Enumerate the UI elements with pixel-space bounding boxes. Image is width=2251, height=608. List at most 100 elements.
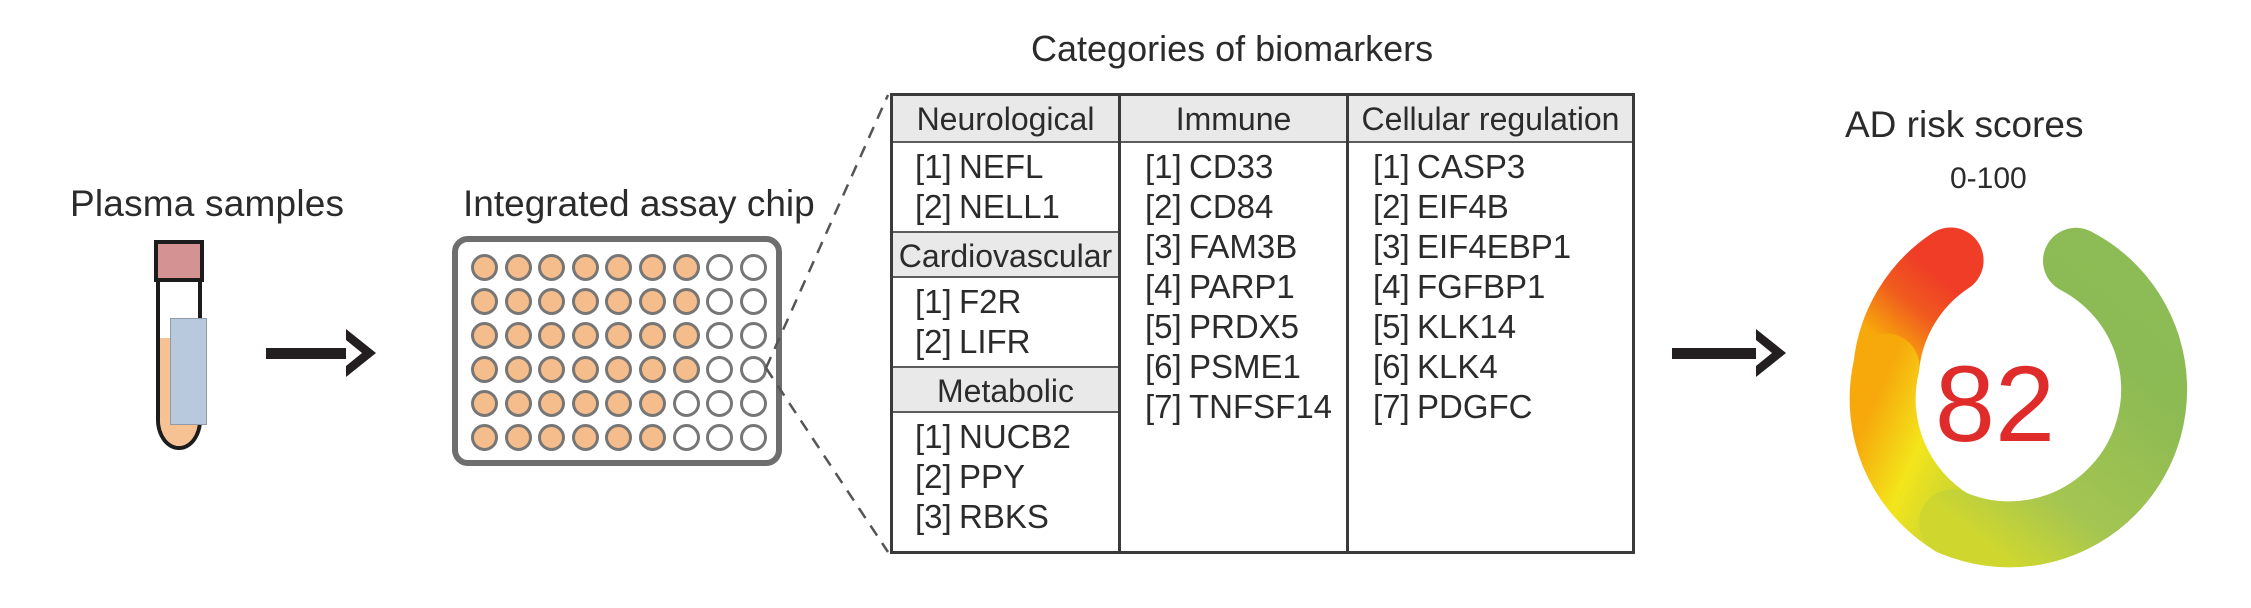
biomarker-name: FAM3B (1189, 228, 1298, 265)
biomarker-name: EIF4EBP1 (1417, 228, 1572, 265)
biomarker-item: [3]RBKS (893, 497, 1118, 537)
biomarker-category-header: Neurological (893, 96, 1118, 143)
biomarker-item: [2]PPY (893, 457, 1118, 497)
biomarker-item: [1]CD33 (1121, 147, 1346, 187)
biomarker-item: [5]KLK14 (1349, 307, 1632, 347)
assay-well (504, 355, 532, 383)
biomarker-list: [1]F2R[2]LIFR (893, 278, 1118, 366)
assay-well (471, 253, 499, 281)
biomarker-list: [1]NEFL[2]NELL1 (893, 143, 1118, 231)
assay-well (571, 389, 599, 417)
assay-well (471, 287, 499, 315)
assay-well (471, 355, 499, 383)
biomarker-name: PARP1 (1189, 268, 1295, 305)
assay-well (605, 389, 633, 417)
assay-well (639, 287, 667, 315)
biomarker-column: Cellular regulation[1]CASP3[2]EIF4B[3]EI… (1349, 96, 1632, 551)
assay-well (639, 389, 667, 417)
biomarker-item: [2]EIF4B (1349, 187, 1632, 227)
flow-arrow-2-shaft (1672, 348, 1766, 359)
ad-risk-range-label: 0-100 (1950, 162, 2027, 195)
biomarker-name: EIF4B (1417, 188, 1509, 225)
ad-risk-score-value: 82 (1934, 342, 2056, 464)
biomarker-index: [2] (915, 188, 952, 225)
biomarker-name: FGFBP1 (1417, 268, 1546, 305)
biomarker-name: TNFSF14 (1189, 388, 1333, 425)
biomarker-category-header: Immune (1121, 96, 1346, 143)
plasma-samples-title: Plasma samples (70, 183, 345, 224)
biomarker-item: [2]LIFR (893, 322, 1118, 362)
assay-well (471, 423, 499, 451)
tube-cap (154, 240, 204, 282)
biomarker-item: [3]EIF4EBP1 (1349, 227, 1632, 267)
assay-chip-title: Integrated assay chip (463, 183, 815, 224)
biomarker-item: [7]TNFSF14 (1121, 387, 1346, 427)
biomarker-name: KLK4 (1417, 348, 1498, 385)
assay-well (672, 389, 700, 417)
biomarker-name: CD33 (1189, 148, 1274, 185)
assay-well (639, 253, 667, 281)
ad-risk-gauge: 82 (1822, 200, 2204, 582)
tube-label-insert (170, 318, 207, 425)
biomarker-index: [4] (1373, 268, 1410, 305)
biomarker-name: NEFL (959, 148, 1044, 185)
column-filler (1121, 431, 1346, 551)
plasma-tube-illustration (148, 240, 222, 470)
biomarker-item: [1]CASP3 (1349, 147, 1632, 187)
biomarker-category-header: Metabolic (893, 366, 1118, 413)
biomarker-name: PSME1 (1189, 348, 1301, 385)
ad-risk-scores-title: AD risk scores (1845, 104, 2084, 145)
biomarker-index: [3] (915, 498, 952, 535)
biomarker-item: [1]NEFL (893, 147, 1118, 187)
assay-well (504, 253, 532, 281)
biomarker-name: CASP3 (1417, 148, 1526, 185)
biomarker-name: KLK14 (1417, 308, 1517, 345)
biomarker-name: F2R (959, 283, 1022, 320)
biomarker-category-header: Cardiovascular (893, 231, 1118, 278)
assay-well (471, 389, 499, 417)
assay-well (538, 253, 566, 281)
biomarker-category-header: Cellular regulation (1349, 96, 1632, 143)
biomarker-index: [1] (1373, 148, 1410, 185)
biomarker-item: [5]PRDX5 (1121, 307, 1346, 347)
assay-well (504, 389, 532, 417)
assay-well (706, 253, 734, 281)
biomarker-index: [5] (1373, 308, 1410, 345)
assay-well (538, 389, 566, 417)
biomarker-name: LIFR (959, 323, 1031, 360)
flow-arrow-1-shaft (266, 348, 356, 359)
assay-well (571, 287, 599, 315)
biomarker-item: [4]FGFBP1 (1349, 267, 1632, 307)
assay-well (672, 423, 700, 451)
assay-well (739, 423, 767, 451)
biomarker-index: [2] (1145, 188, 1182, 225)
assay-well (571, 423, 599, 451)
column-filler (1349, 431, 1632, 551)
assay-well (739, 389, 767, 417)
assay-well (672, 287, 700, 315)
biomarker-index: [2] (915, 323, 952, 360)
biomarker-index: [2] (915, 458, 952, 495)
biomarker-index: [1] (915, 418, 952, 455)
biomarker-list: [1]CD33[2]CD84[3]FAM3B[4]PARP1[5]PRDX5[6… (1121, 143, 1346, 431)
assay-well (739, 253, 767, 281)
assay-well (706, 423, 734, 451)
assay-well (639, 355, 667, 383)
biomarker-name: NELL1 (959, 188, 1060, 225)
assay-well (639, 321, 667, 349)
biomarker-item: [1]F2R (893, 282, 1118, 322)
assay-well (706, 355, 734, 383)
assay-well (605, 321, 633, 349)
biomarker-name: CD84 (1189, 188, 1274, 225)
biomarker-index: [6] (1145, 348, 1182, 385)
biomarker-item: [4]PARP1 (1121, 267, 1346, 307)
assay-well (538, 355, 566, 383)
biomarker-index: [3] (1145, 228, 1182, 265)
assay-well (639, 423, 667, 451)
assay-well (739, 321, 767, 349)
assay-well (605, 423, 633, 451)
biomarker-item: [7]PDGFC (1349, 387, 1632, 427)
biomarker-name: PRDX5 (1189, 308, 1300, 345)
